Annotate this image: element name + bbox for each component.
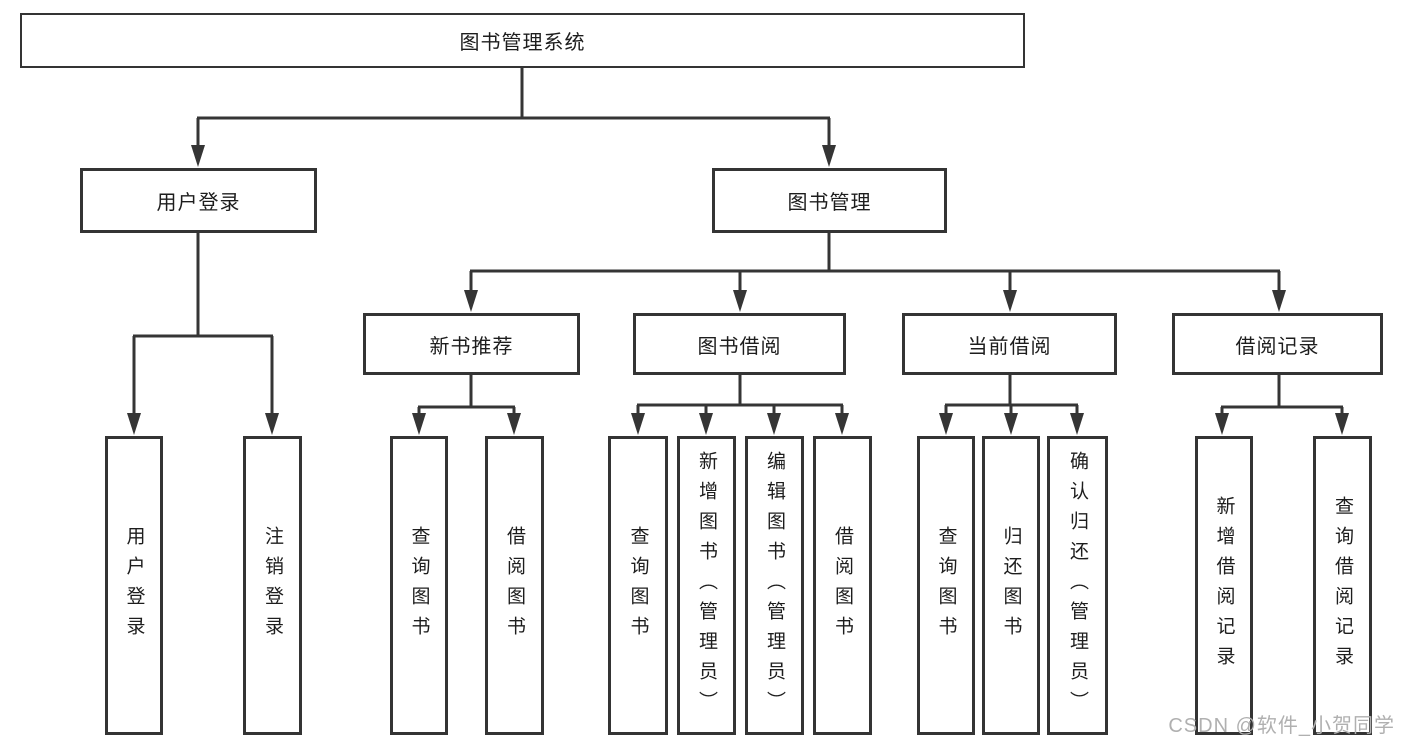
node-user-login: 用户登录 bbox=[80, 168, 317, 233]
connector-borrowing-records-to-leaves bbox=[1215, 375, 1349, 435]
leaf-records-add-borrow-record: 新增借阅记录 bbox=[1195, 436, 1253, 735]
node-book-management: 图书管理 bbox=[712, 168, 947, 233]
leaf-current-confirm-return-admin: 确认归还（管理员） bbox=[1047, 436, 1108, 735]
node-borrowing-records: 借阅记录 bbox=[1172, 313, 1383, 375]
connector-user-login-to-leaves bbox=[127, 233, 279, 435]
leaf-logout-login: 注销登录 bbox=[243, 436, 302, 735]
leaf-records-query-borrow-record: 查询借阅记录 bbox=[1313, 436, 1372, 735]
leaf-user-login: 用户登录 bbox=[105, 436, 163, 735]
leaf-recommend-borrow-books: 借阅图书 bbox=[485, 436, 544, 735]
connector-book-borrowing-to-leaves bbox=[631, 375, 849, 435]
leaf-recommend-query-books: 查询图书 bbox=[390, 436, 448, 735]
leaf-borrow-borrow-books: 借阅图书 bbox=[813, 436, 872, 735]
connector-current-borrowing-to-leaves bbox=[939, 375, 1084, 435]
connector-new-book-recommendation-to-leaves bbox=[412, 375, 521, 435]
leaf-borrow-add-book-admin: 新增图书（管理员） bbox=[677, 436, 736, 735]
leaf-borrow-query-books: 查询图书 bbox=[608, 436, 668, 735]
leaf-current-return-books: 归还图书 bbox=[982, 436, 1040, 735]
node-book-borrowing: 图书借阅 bbox=[633, 313, 846, 375]
node-new-book-recommendation: 新书推荐 bbox=[363, 313, 580, 375]
node-library-management-system: 图书管理系统 bbox=[20, 13, 1025, 68]
connector-book-management-to-level3 bbox=[464, 233, 1286, 312]
leaf-current-query-books: 查询图书 bbox=[917, 436, 975, 735]
node-current-borrowing: 当前借阅 bbox=[902, 313, 1117, 375]
connector-root-to-level2 bbox=[191, 68, 836, 167]
csdn-watermark: CSDN @软件_小贺同学 bbox=[1168, 715, 1395, 737]
leaf-borrow-edit-book-admin: 编辑图书（管理员） bbox=[745, 436, 804, 735]
